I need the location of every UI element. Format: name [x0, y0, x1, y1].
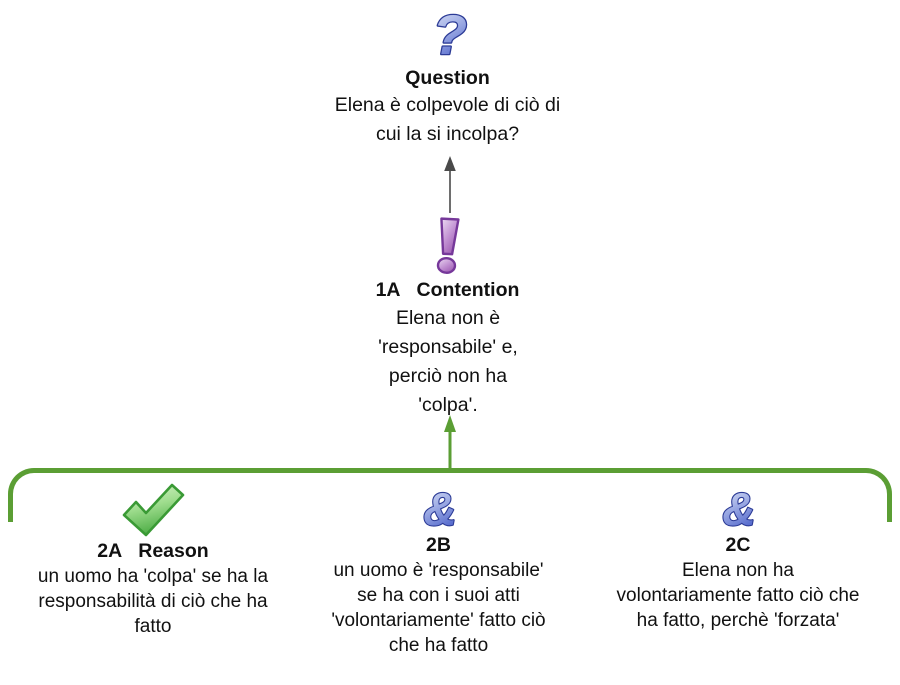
contention-label-row: 1A Contention — [290, 277, 605, 303]
svg-text:?: ? — [432, 5, 466, 65]
reason-node-2c: & 2C Elena non ha volontariamente fatto … — [588, 484, 888, 633]
reason-type-label: Reason — [138, 540, 209, 562]
question-node: ? Question Elena è colpevole di ciò di c… — [290, 5, 605, 149]
reason-text: un uomo ha 'colpa' se ha la responsabili… — [37, 566, 269, 637]
question-text: Elena è colpevole di ciò di cui la si in… — [334, 94, 561, 145]
svg-text:&: & — [722, 484, 755, 532]
question-label: Question — [405, 67, 490, 89]
reason-label-row: 2A Reason — [10, 538, 296, 564]
exclamation-mark-icon — [436, 217, 460, 274]
svg-text:&: & — [423, 484, 456, 532]
ampersand-icon: & — [721, 484, 756, 532]
question-mark-icon: ? — [431, 5, 468, 65]
reason-text: Elena non ha volontariamente fatto ciò c… — [616, 560, 860, 631]
reason-node-2a: 2A Reason un uomo ha 'colpa' se ha la res… — [10, 482, 296, 639]
reason-label-row: 2B — [296, 532, 581, 558]
contention-code: 1A — [375, 279, 401, 301]
reason-code: 2B — [426, 534, 451, 556]
reason-label-row: 2C — [588, 532, 888, 558]
reason-text: un uomo è 'responsabile' se ha con i suo… — [331, 560, 546, 656]
reason-node-2b: & 2B un uomo è 'responsabile' se ha con … — [296, 484, 581, 658]
reason-code: 2A — [97, 540, 123, 562]
grouping-bracket — [8, 468, 892, 522]
check-icon — [122, 483, 185, 537]
reason-code: 2C — [725, 534, 751, 556]
ampersand-icon: & — [422, 484, 457, 532]
up-arrow — [444, 156, 456, 213]
contention-type-label: Contention — [416, 279, 520, 301]
green-up-arrow — [444, 415, 456, 470]
contention-text: Elena non è 'responsabile' e, perciò non… — [378, 307, 518, 416]
